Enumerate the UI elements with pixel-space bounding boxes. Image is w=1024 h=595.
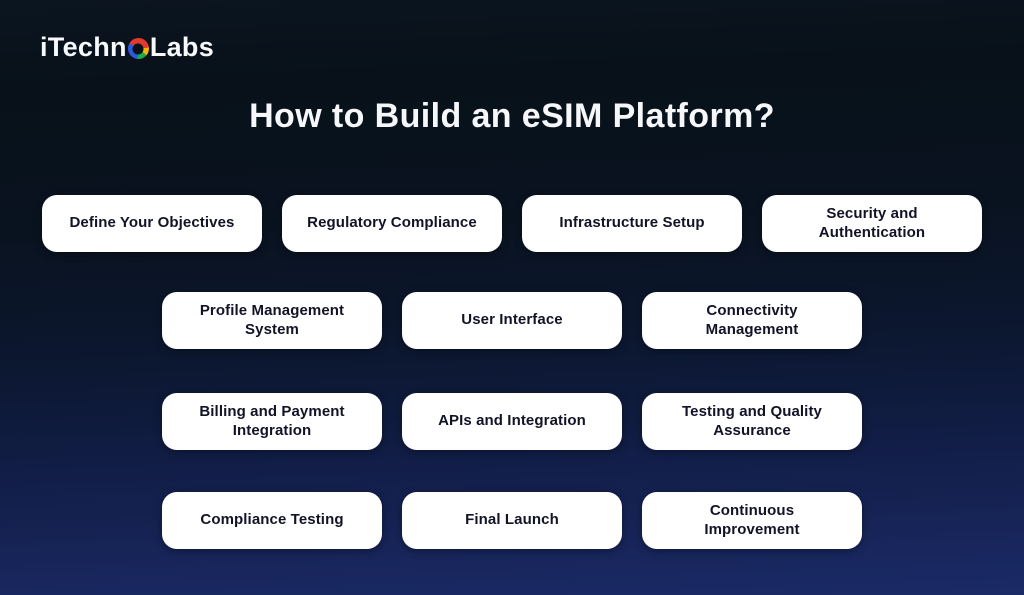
step-box-security-and-authentication: Security and Authentication [762, 195, 982, 252]
step-label: Infrastructure Setup [559, 214, 705, 232]
logo-ring-center [132, 43, 144, 54]
step-row-2: Profile Management System User Interface… [0, 292, 1024, 349]
step-label: Security and Authentication [818, 204, 926, 241]
step-box-compliance-testing: Compliance Testing [162, 492, 382, 549]
step-box-testing-and-quality-assurance: Testing and Quality Assurance [642, 393, 862, 450]
step-label: APIs and Integration [438, 412, 586, 430]
logo-text-prefix: iTechn [40, 32, 127, 62]
step-row-3: Billing and Payment Integration APIs and… [0, 393, 1024, 450]
step-box-connectivity-management: Connectivity Management [642, 292, 862, 349]
step-label: Compliance Testing [200, 511, 344, 529]
step-label: Billing and Payment Integration [199, 402, 345, 439]
step-box-regulatory-compliance: Regulatory Compliance [282, 195, 502, 252]
logo-o-ring-icon [127, 38, 149, 59]
step-label: Continuous Improvement [704, 501, 800, 538]
step-label: Profile Management System [199, 301, 345, 338]
step-label: Connectivity Management [705, 301, 799, 338]
step-label: User Interface [461, 311, 563, 329]
logo-text-suffix: Labs [149, 32, 215, 62]
step-box-profile-management-system: Profile Management System [162, 292, 382, 349]
step-row-1: Define Your Objectives Regulatory Compli… [0, 195, 1024, 252]
step-box-user-interface: User Interface [402, 292, 622, 349]
step-box-billing-and-payment-integration: Billing and Payment Integration [162, 393, 382, 450]
step-box-continuous-improvement: Continuous Improvement [642, 492, 862, 549]
step-box-final-launch: Final Launch [402, 492, 622, 549]
step-label: Regulatory Compliance [307, 214, 477, 232]
step-label: Final Launch [465, 511, 559, 529]
step-box-define-your-objectives: Define Your Objectives [42, 195, 262, 252]
step-box-infrastructure-setup: Infrastructure Setup [522, 195, 742, 252]
step-row-4: Compliance Testing Final Launch Continuo… [0, 492, 1024, 549]
step-box-apis-and-integration: APIs and Integration [402, 393, 622, 450]
itechnolabs-logo: iTechn Labs [40, 34, 214, 61]
page-title: How to Build an eSIM Platform? [249, 97, 775, 135]
step-label: Define Your Objectives [69, 214, 235, 232]
step-label: Testing and Quality Assurance [682, 402, 822, 439]
